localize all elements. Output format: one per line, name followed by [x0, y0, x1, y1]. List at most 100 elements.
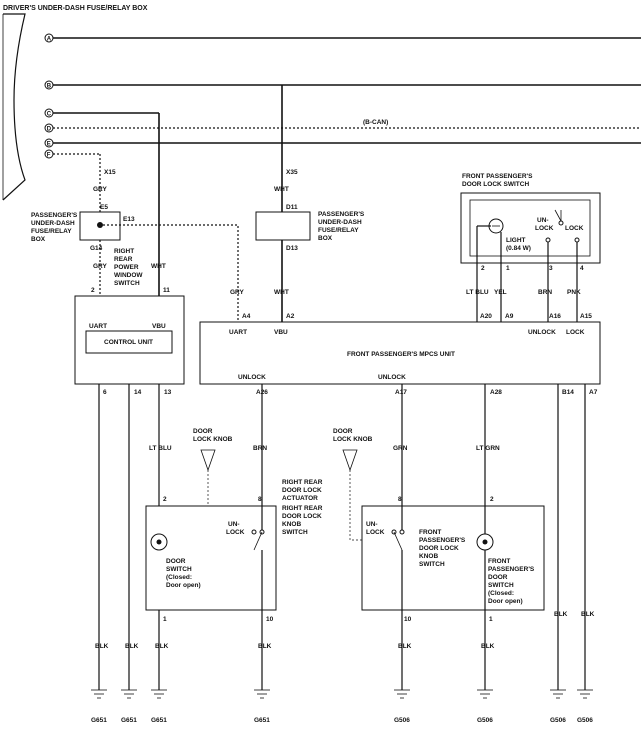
svg-text:A15: A15	[580, 313, 592, 320]
svg-text:UN-: UN-	[537, 217, 549, 224]
svg-text:8: 8	[398, 496, 402, 503]
svg-text:E: E	[47, 142, 51, 148]
svg-text:1: 1	[506, 265, 510, 272]
svg-text:UNLOCK: UNLOCK	[378, 374, 406, 381]
svg-text:WHT: WHT	[274, 186, 289, 193]
svg-text:LOCK: LOCK	[566, 329, 585, 336]
mpcs-title: FRONT PASSENGER'S MPCS UNIT	[347, 351, 455, 358]
svg-text:LT GRN: LT GRN	[476, 445, 500, 452]
svg-text:BLK: BLK	[95, 643, 109, 650]
svg-text:1: 1	[163, 616, 167, 623]
bus-a: A	[44, 33, 641, 43]
svg-text:LOCK KNOB: LOCK KNOB	[333, 436, 373, 443]
svg-text:BLK: BLK	[258, 643, 272, 650]
door-lock-switch: FRONT PASSENGER'S DOOR LOCK SWITCH LIGHT…	[460, 173, 601, 296]
svg-text:FUSE/RELAY: FUSE/RELAY	[318, 227, 359, 234]
svg-text:A4: A4	[242, 313, 251, 320]
svg-text:SWITCH: SWITCH	[282, 529, 308, 536]
svg-text:UART: UART	[89, 323, 107, 330]
svg-text:1: 1	[489, 616, 493, 623]
svg-text:G506: G506	[550, 717, 566, 724]
svg-text:FRONT: FRONT	[419, 529, 441, 536]
svg-text:SWITCH: SWITCH	[166, 566, 192, 573]
svg-text:E5: E5	[100, 204, 108, 211]
svg-text:DOOR: DOOR	[166, 558, 186, 565]
svg-text:A20: A20	[480, 313, 492, 320]
svg-text:X35: X35	[286, 169, 298, 176]
svg-text:4: 4	[580, 265, 584, 272]
bus-d: D	[44, 123, 641, 133]
svg-text:POWER: POWER	[114, 264, 139, 271]
svg-text:11: 11	[163, 287, 170, 294]
svg-text:B: B	[47, 84, 52, 90]
svg-text:LOCK: LOCK	[366, 529, 385, 536]
svg-text:UNLOCK: UNLOCK	[238, 374, 266, 381]
svg-text:A7: A7	[589, 389, 598, 396]
svg-text:2: 2	[481, 265, 485, 272]
svg-text:2: 2	[163, 496, 167, 503]
svg-text:6: 6	[103, 389, 107, 396]
svg-text:X15: X15	[104, 169, 116, 176]
svg-text:LT BLU: LT BLU	[149, 445, 172, 452]
bus-e: E	[44, 138, 641, 148]
svg-text:DOOR LOCK: DOOR LOCK	[419, 545, 459, 552]
passenger-fuse-box-2: X35 WHT D11 PASSENGER'S UNDER-DASH FUSE/…	[255, 85, 365, 322]
svg-text:G651: G651	[121, 717, 137, 724]
svg-text:LOCK: LOCK	[535, 225, 554, 232]
svg-text:GRN: GRN	[393, 445, 408, 452]
svg-text:A17: A17	[395, 389, 407, 396]
svg-text:DOOR: DOOR	[193, 428, 213, 435]
mpcs-unit: GRY A4 A2 UART VBU FRONT PASSENGER'S MPC…	[199, 289, 601, 396]
svg-text:DOOR: DOOR	[488, 574, 508, 581]
svg-text:PNK: PNK	[567, 289, 581, 296]
bus-c: C	[44, 108, 159, 118]
svg-text:A28: A28	[490, 389, 502, 396]
svg-text:UNLOCK: UNLOCK	[528, 329, 556, 336]
svg-text:PASSENGER'S: PASSENGER'S	[419, 537, 466, 544]
svg-text:BLK: BLK	[398, 643, 412, 650]
svg-text:D: D	[47, 127, 52, 133]
ground-6: BLK G506	[477, 643, 495, 724]
svg-text:UNDER-DASH: UNDER-DASH	[31, 220, 75, 227]
ground-7: BLK G506	[550, 611, 568, 724]
svg-text:LIGHT: LIGHT	[506, 237, 526, 244]
svg-text:SWITCH: SWITCH	[419, 561, 445, 568]
svg-text:GRY: GRY	[93, 186, 108, 193]
svg-text:UNDER-DASH: UNDER-DASH	[318, 219, 362, 226]
svg-text:10: 10	[404, 616, 412, 623]
svg-text:G651: G651	[254, 717, 270, 724]
svg-text:8: 8	[258, 496, 262, 503]
svg-text:WINDOW: WINDOW	[114, 272, 143, 279]
svg-text:BOX: BOX	[31, 236, 46, 243]
svg-text:PASSENGER'S: PASSENGER'S	[318, 211, 365, 218]
svg-text:A9: A9	[505, 313, 514, 320]
svg-text:VBU: VBU	[152, 323, 166, 330]
svg-text:UN-: UN-	[228, 521, 240, 528]
svg-text:KNOB: KNOB	[282, 521, 301, 528]
svg-text:B14: B14	[562, 389, 574, 396]
svg-text:10: 10	[266, 616, 274, 623]
window-switch: RIGHT REAR POWER WINDOW SWITCH WHT 2 11 …	[74, 113, 185, 396]
svg-text:E13: E13	[123, 216, 135, 223]
svg-text:F: F	[47, 153, 51, 159]
svg-text:BOX: BOX	[318, 235, 333, 242]
front-actuator: GRN LT GRN DOOR LOCK KNOB 8 2 UN- LOCK F…	[333, 428, 545, 623]
svg-text:G506: G506	[577, 717, 593, 724]
svg-text:G651: G651	[151, 717, 167, 724]
svg-text:UART: UART	[229, 329, 247, 336]
svg-text:14: 14	[134, 389, 142, 396]
svg-text:SWITCH: SWITCH	[114, 280, 140, 287]
svg-text:G651: G651	[91, 717, 107, 724]
svg-text:(Closed:: (Closed:	[166, 574, 192, 581]
svg-text:3: 3	[549, 265, 553, 272]
svg-text:BRN: BRN	[538, 289, 552, 296]
svg-text:DOOR LOCK SWITCH: DOOR LOCK SWITCH	[462, 181, 529, 188]
svg-text:FRONT: FRONT	[488, 558, 510, 565]
svg-text:RIGHT REAR: RIGHT REAR	[282, 505, 323, 512]
svg-text:LOCK: LOCK	[226, 529, 245, 536]
ground-8: BLK G506	[577, 611, 595, 724]
svg-text:SWITCH: SWITCH	[488, 582, 514, 589]
svg-text:BRN: BRN	[253, 445, 267, 452]
ground-2: BLK G651	[121, 643, 139, 724]
svg-text:GRY: GRY	[230, 289, 245, 296]
